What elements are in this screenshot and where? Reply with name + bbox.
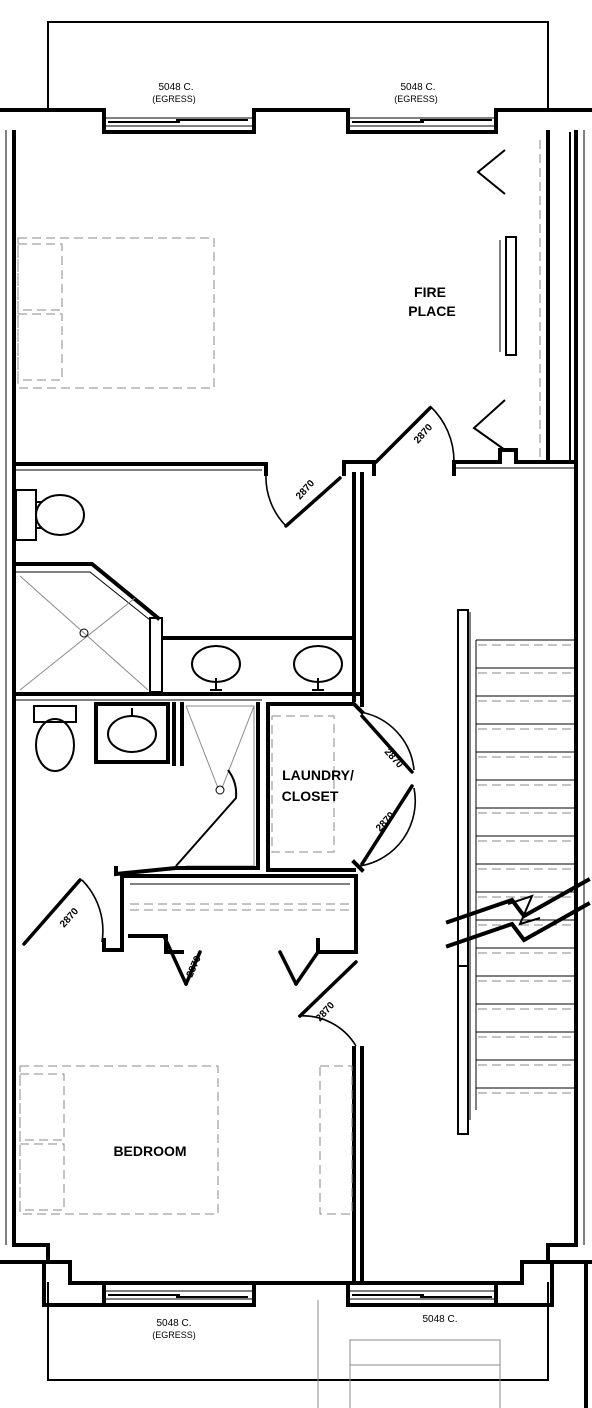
toilet-tank-lower [33, 705, 77, 723]
door-label-closet-left: 2870 [58, 906, 81, 930]
window-note-bottom-left: (EGRESS) [152, 1330, 196, 1340]
room-label-fireplace-2: PLACE [408, 303, 455, 319]
stair-rail-lower [457, 965, 469, 1135]
lower-hall-wall [297, 960, 364, 1285]
shower-drain-upper [79, 628, 89, 638]
sink-left [191, 645, 241, 683]
window-label-bottom-left: 5048 C. [156, 1318, 191, 1329]
nightstand [319, 1065, 353, 1215]
shower-drain-lower [215, 785, 225, 795]
lower-bed [19, 1065, 353, 1215]
room-label-fireplace-1: FIRE [414, 284, 446, 300]
window-top-left [106, 117, 252, 127]
door-label-bath-upper: 2870 [294, 478, 317, 502]
fireplace-chase [472, 130, 571, 464]
top-bed [17, 237, 215, 389]
room-label-laundry-1: LAUNDRY/ [282, 767, 354, 783]
door-label-bath-lower: 2870 [185, 954, 204, 979]
stair-treads [476, 639, 576, 1094]
window-label-bottom-right: 5048 C. [422, 1314, 457, 1325]
window-note-top-right: (EGRESS) [394, 94, 438, 104]
window-bottom-right [350, 1290, 494, 1300]
sink-lower [107, 715, 157, 753]
toilet-bowl-lower [35, 718, 75, 772]
lower-closet-walls [22, 874, 358, 986]
door-label-hall-upper: 2870 [412, 422, 435, 446]
door-label-laundry-upper: 2870 [382, 747, 405, 771]
upper-doors [265, 405, 455, 528]
fireplace-unit [505, 236, 517, 356]
window-top-right [350, 117, 494, 127]
laundry-closet [266, 702, 417, 873]
top-balcony [47, 21, 549, 108]
upper-bathroom [12, 489, 364, 701]
fireplace-angle-bottom [472, 399, 506, 451]
exterior-walls [0, 108, 592, 1408]
toilet-bowl-upper [35, 494, 85, 536]
staircase [457, 609, 477, 1135]
room-label-laundry-2: CLOSET [282, 788, 339, 804]
window-label-top-left: 5048 C. [158, 82, 193, 93]
window-label-top-right: 5048 C. [400, 82, 435, 93]
stair-rail-upper [457, 609, 469, 967]
window-note-top-left: (EGRESS) [152, 94, 196, 104]
stair-break-line [445, 877, 591, 949]
room-label-bedroom: BEDROOM [113, 1143, 186, 1159]
exterior-stair-outline [317, 1300, 501, 1408]
vanity-lower [94, 702, 170, 764]
sink-right [293, 645, 343, 683]
bottom-balcony [47, 1282, 549, 1381]
window-bottom-left [106, 1290, 252, 1300]
fireplace-angle-top [476, 149, 506, 195]
toilet-tank-upper [15, 489, 37, 541]
lower-bathroom [33, 702, 260, 877]
